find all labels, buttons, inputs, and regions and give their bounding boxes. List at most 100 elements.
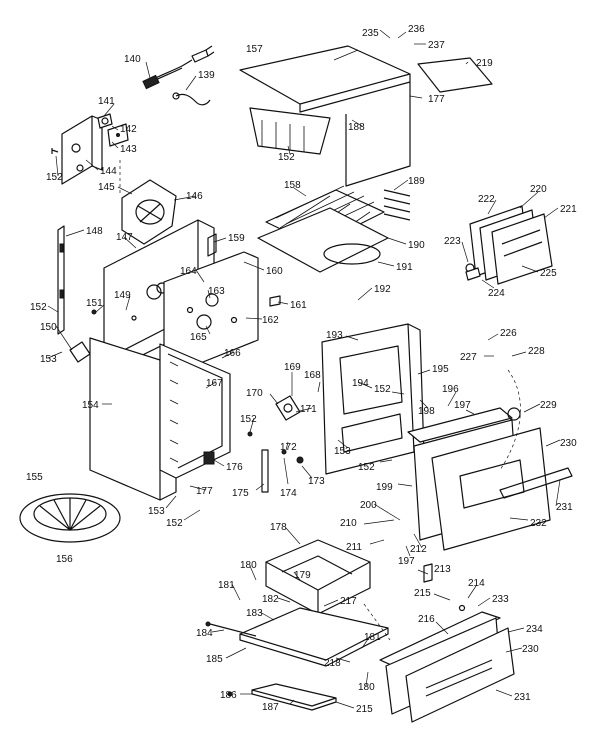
broiler-grid-part: [257, 185, 411, 273]
drawer-front-part: [379, 604, 515, 723]
part-number-212: 212: [410, 544, 427, 555]
part-number-165: 165: [190, 332, 207, 343]
part-number-142: 142: [120, 124, 137, 135]
plate-213-part: [423, 563, 433, 583]
part-number-227: 227: [460, 352, 477, 363]
part-number-180: 180: [240, 560, 257, 571]
part-number-215: 215: [414, 588, 431, 599]
insulation-panel-part: [121, 179, 177, 245]
part-number-229: 229: [540, 400, 557, 411]
part-number-211: 211: [346, 542, 362, 553]
part-number-148: 148: [86, 226, 103, 237]
oven-door-inner-part: [321, 323, 425, 475]
part-number-152: 152: [46, 172, 63, 183]
part-number-152: 152: [166, 518, 183, 529]
part-number-172: 172: [280, 442, 297, 453]
part-number-162: 162: [262, 315, 279, 326]
part-number-183: 183: [246, 608, 263, 619]
side-rail-part: [57, 225, 65, 335]
part-number-236: 236: [408, 24, 425, 35]
part-number-226: 226: [500, 328, 517, 339]
part-number-217: 217: [340, 596, 357, 607]
part-number-232: 232: [530, 518, 547, 529]
part-number-235: 235: [362, 28, 379, 39]
part-number-199: 199: [376, 482, 393, 493]
part-number-152: 152: [240, 414, 257, 425]
part-number-173: 173: [308, 476, 325, 487]
part-number-174: 174: [280, 488, 297, 499]
part-number-222: 222: [478, 194, 495, 205]
part-number-184: 184: [196, 628, 213, 639]
part-number-152: 152: [358, 462, 375, 473]
power-cord-part: [142, 45, 215, 106]
part-number-168: 168: [304, 370, 321, 381]
part-number-175: 175: [232, 488, 249, 499]
part-number-231: 231: [556, 502, 573, 513]
part-number-196: 196: [442, 384, 459, 395]
part-number-161: 161: [290, 300, 307, 311]
leader-lines: [47, 29, 561, 709]
part-number-185: 185: [206, 654, 223, 665]
part-number-219: 219: [476, 58, 493, 69]
part-number-153: 153: [40, 354, 57, 365]
part-number-215: 215: [356, 704, 373, 715]
part-number-159: 159: [228, 233, 245, 244]
part-number-193: 193: [326, 330, 343, 341]
part-number-155: 155: [26, 472, 43, 483]
part-number-164: 164: [180, 266, 197, 277]
part-number-188: 188: [348, 122, 365, 133]
terminal-bracket-part: [51, 113, 129, 185]
oven-liner-side-part: [159, 343, 231, 479]
part-number-141: 141: [98, 96, 115, 107]
part-number-152: 152: [30, 302, 47, 313]
part-number-157: 157: [246, 44, 263, 55]
part-number-150: 150: [40, 322, 57, 333]
part-number-144: 144: [100, 166, 117, 177]
part-number-153: 153: [148, 506, 165, 517]
part-number-171: 171: [300, 404, 317, 415]
window-glass-pack-part: [465, 205, 553, 285]
part-number-147: 147: [116, 232, 133, 243]
part-number-140: 140: [124, 54, 141, 65]
part-number-153: 153: [334, 446, 351, 457]
part-number-151: 151: [86, 298, 103, 309]
part-number-186: 186: [220, 690, 237, 701]
part-number-labels: 140 139 141 142 143 152 144 145 146 148 …: [26, 24, 577, 715]
part-number-216: 216: [418, 614, 435, 625]
oven-door-outer-part: [407, 407, 573, 551]
part-number-197: 197: [454, 400, 471, 411]
burner-bowl-part: [19, 493, 121, 543]
latch-hardware-part: [247, 395, 304, 493]
part-number-198: 198: [418, 406, 435, 417]
part-number-181: 181: [364, 632, 381, 643]
part-number-233: 233: [492, 594, 509, 605]
part-number-170: 170: [246, 388, 263, 399]
part-number-169: 169: [284, 362, 301, 373]
part-number-166: 166: [224, 348, 241, 359]
part-number-182: 182: [262, 594, 279, 605]
part-number-214: 214: [468, 578, 485, 589]
part-number-218: 218: [324, 658, 341, 669]
part-number-158: 158: [284, 180, 301, 191]
part-number-210: 210: [340, 518, 357, 529]
part-number-191: 191: [396, 262, 413, 273]
part-number-190: 190: [408, 240, 425, 251]
drawer-front-rail-part: [227, 683, 337, 711]
part-number-179: 179: [294, 570, 311, 581]
cooktop-part: [239, 45, 411, 187]
part-number-189: 189: [408, 176, 425, 187]
top-trim-panel-part: [417, 57, 493, 93]
part-number-192: 192: [374, 284, 391, 295]
part-number-176: 176: [226, 462, 243, 473]
part-number-237: 237: [428, 40, 445, 51]
part-number-221: 221: [560, 204, 577, 215]
part-number-231: 231: [514, 692, 531, 703]
part-number-195: 195: [432, 364, 449, 375]
part-number-223: 223: [444, 236, 461, 247]
part-number-224: 224: [488, 288, 505, 299]
part-number-177: 177: [428, 94, 445, 105]
part-number-213: 213: [434, 564, 451, 575]
part-number-178: 178: [270, 522, 287, 533]
part-number-149: 149: [114, 290, 131, 301]
